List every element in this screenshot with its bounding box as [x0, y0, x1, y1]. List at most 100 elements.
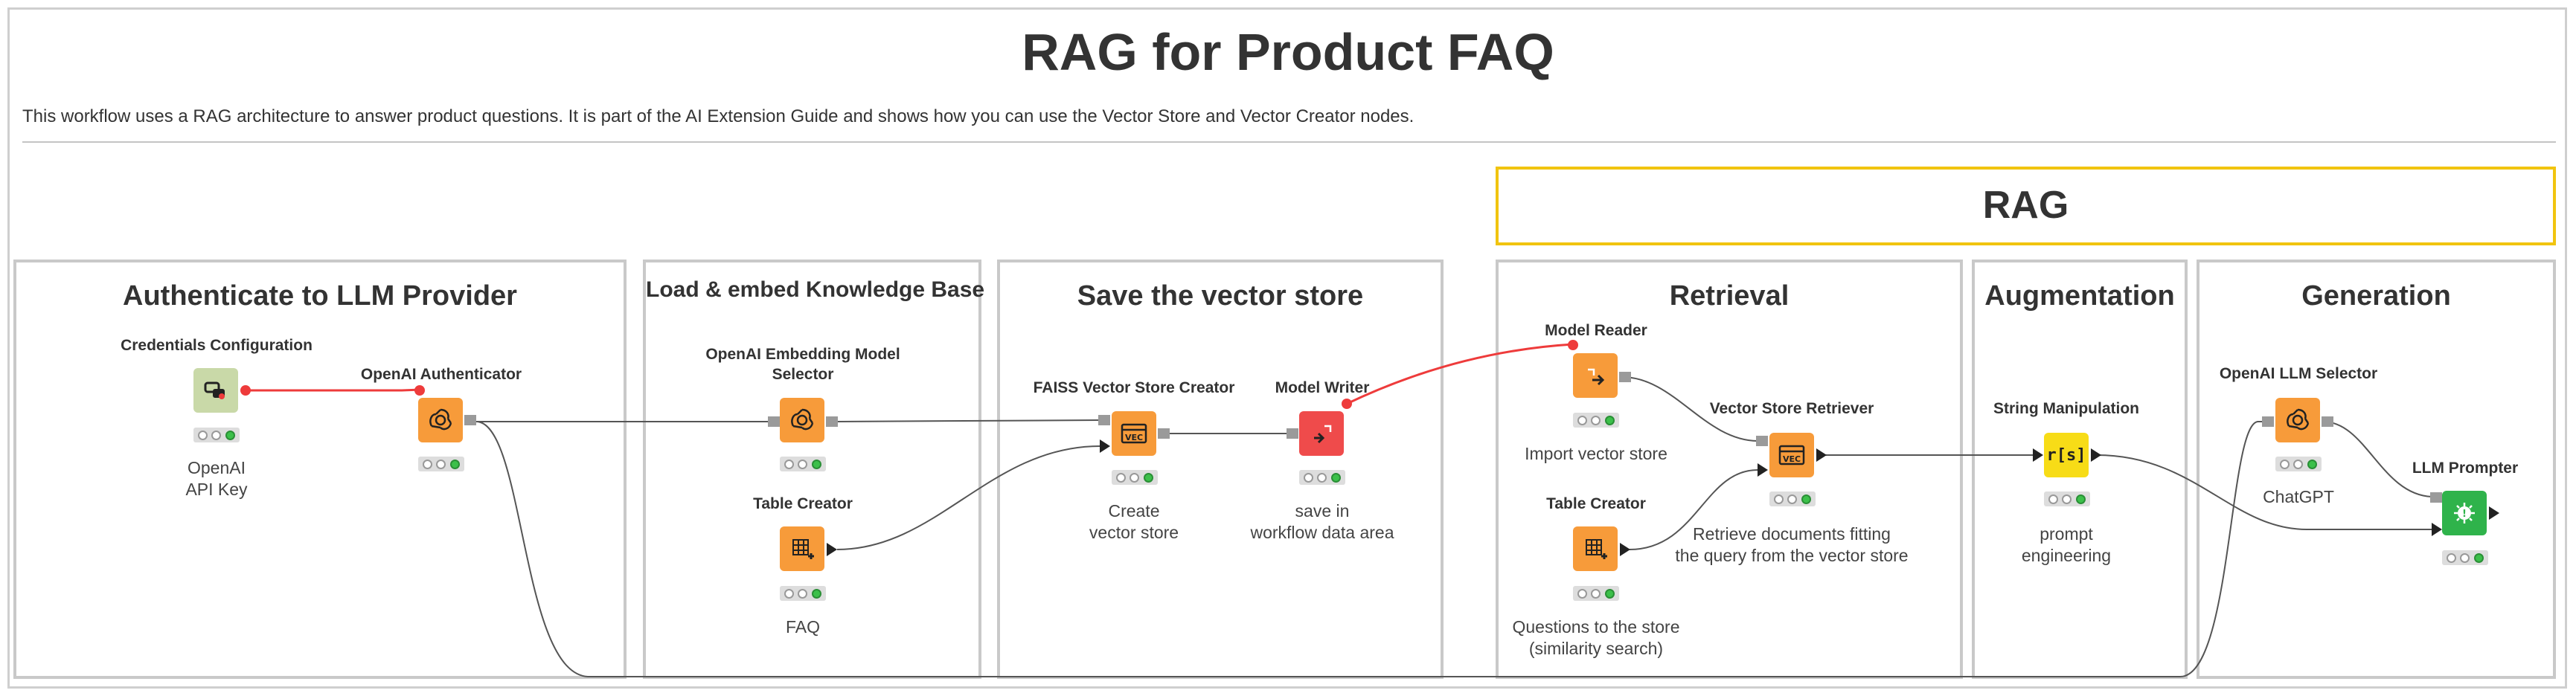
prompter-icon: ! [2454, 503, 2475, 523]
string-manipulation-out-port[interactable] [2091, 448, 2101, 462]
annotation-rag-title: RAG [1982, 184, 2069, 227]
string-manipulation-icon: r[s] [2046, 445, 2086, 465]
faiss-creator-in-port-2[interactable] [1100, 439, 1110, 453]
string-manipulation-node-title: String Manipulation [1993, 400, 2139, 417]
embedding-selector-status [780, 457, 826, 471]
credentials-icon [204, 381, 225, 399]
faiss-creator-node-title: FAISS Vector Store Creator [1033, 379, 1235, 396]
model-writer-node-label: save in workflow data area [1250, 501, 1394, 542]
retriever-node-title: Vector Store Retriever [1709, 400, 1874, 417]
model-reader-flow-port[interactable] [1568, 340, 1578, 350]
annotation-generation-title: Generation [2301, 280, 2451, 312]
credentials-node-title: Credentials Configuration [121, 337, 313, 354]
embedding-selector-node[interactable] [780, 398, 824, 442]
model-reader-node[interactable] [1573, 353, 1618, 398]
table-creator-questions-out-port[interactable] [1620, 543, 1630, 556]
llm-prompter-in-port-1[interactable] [2430, 492, 2442, 503]
authenticator-status [418, 457, 464, 471]
annotation-generation[interactable]: Generation [2197, 260, 2556, 679]
faiss-creator-out-port[interactable] [1158, 428, 1170, 439]
annotation-auth[interactable]: Authenticate to LLM Provider [13, 260, 627, 679]
workflow-canvas-frame [7, 7, 2567, 689]
model-reader-out-port[interactable] [1619, 372, 1631, 382]
openai-icon [791, 408, 814, 431]
faiss-creator-in-port-1[interactable] [1098, 415, 1110, 425]
llm-selector-status [2275, 457, 2322, 471]
llm-prompter-status [2442, 550, 2488, 565]
connection-stringmanip-to-prompter [2096, 454, 2432, 530]
faiss-creator-node[interactable]: VEC [1112, 411, 1156, 456]
annotation-retrieval-title: Retrieval [1669, 280, 1790, 312]
svg-text:!: ! [2462, 509, 2467, 520]
model-writer-status [1299, 470, 1345, 485]
model-reader-node-label: Import vector store [1525, 444, 1667, 463]
authenticator-node-title: OpenAI Authenticator [360, 366, 522, 383]
embedding-selector-node-title-line1: OpenAI Embedding Model [705, 346, 900, 363]
table-creator-faq-status [780, 586, 826, 601]
llm-selector-in-port[interactable] [2262, 416, 2274, 427]
annotation-augmentation-title: Augmentation [1984, 280, 2175, 312]
writer-icon [1314, 425, 1332, 444]
connection-tablecreator-to-faiss [836, 445, 1100, 550]
credentials-node[interactable] [193, 368, 238, 413]
divider [22, 141, 2556, 143]
model-writer-in-port[interactable] [1287, 428, 1298, 439]
authenticator-flow-port[interactable] [414, 385, 425, 396]
model-writer-flow-port[interactable] [1342, 399, 1352, 409]
connection-llmselector-to-prompter [2322, 421, 2432, 497]
model-writer-node[interactable] [1299, 411, 1344, 456]
string-manipulation-node-label: prompt engineering [2021, 524, 2112, 565]
annotation-load[interactable]: Load & embed Knowledge Base [643, 260, 984, 679]
table-creator-questions-node-title: Table Creator [1546, 495, 1646, 512]
credentials-flow-port[interactable] [240, 385, 251, 396]
authenticator-node[interactable] [418, 398, 463, 442]
svg-text:VEC: VEC [1783, 454, 1801, 464]
model-reader-status [1573, 413, 1619, 428]
openai-icon [429, 408, 452, 431]
table-icon [1586, 539, 1607, 559]
table-creator-faq-node[interactable] [780, 526, 824, 571]
string-manipulation-node[interactable]: r[s] [2044, 433, 2089, 477]
llm-selector-out-port[interactable] [2322, 416, 2333, 427]
retriever-node-label: Retrieve documents fitting the query fro… [1675, 524, 1909, 565]
llm-selector-node[interactable] [2275, 398, 2320, 442]
authenticator-out-port[interactable] [464, 415, 476, 425]
table-creator-questions-status [1573, 586, 1619, 601]
table-creator-faq-out-port[interactable] [827, 543, 837, 556]
vector-store-icon: VEC [1121, 423, 1147, 444]
llm-prompter-node-title: LLM Prompter [2412, 460, 2519, 477]
retriever-node[interactable]: VEC [1769, 433, 1814, 477]
annotation-rag[interactable]: RAG [1496, 167, 2556, 245]
reader-icon [1588, 368, 1605, 386]
model-writer-node-title: Model Writer [1275, 379, 1370, 396]
table-creator-faq-node-label: FAQ [785, 617, 821, 637]
table-creator-questions-node[interactable] [1573, 526, 1618, 571]
string-manipulation-in-port[interactable] [2033, 448, 2043, 462]
embedding-selector-in-port[interactable] [768, 416, 780, 427]
retriever-out-port[interactable] [1816, 448, 1827, 462]
table-creator-faq-node-title: Table Creator [753, 495, 853, 512]
vector-store-icon: VEC [1778, 445, 1805, 465]
credentials-node-label: OpenAI API Key [185, 458, 248, 499]
flow-variable-connection-writer-to-reader [1346, 343, 1574, 405]
table-icon [792, 539, 814, 559]
svg-text:VEC: VEC [1125, 433, 1143, 442]
retriever-in-port-2[interactable] [1758, 463, 1768, 477]
annotation-auth-title: Authenticate to LLM Provider [123, 280, 517, 312]
connection-auth-to-llmselector [475, 421, 2263, 677]
retriever-in-port-1[interactable] [1756, 436, 1768, 446]
model-reader-node-title: Model Reader [1545, 322, 1647, 339]
connection-reader-to-retriever [1621, 376, 1758, 442]
llm-selector-node-title: OpenAI LLM Selector [2219, 365, 2378, 382]
faiss-creator-status [1112, 470, 1158, 485]
credentials-status [193, 428, 240, 442]
workflow-title: RAG for Product FAQ [1022, 23, 1554, 81]
llm-prompter-node[interactable]: ! [2442, 491, 2487, 535]
workflow-description: This workflow uses a RAG architecture to… [22, 106, 1414, 126]
string-manipulation-status [2044, 492, 2090, 506]
llm-prompter-in-port-2[interactable] [2432, 523, 2442, 536]
embedding-selector-out-port[interactable] [826, 416, 838, 427]
llm-selector-node-label: ChatGPT [2263, 487, 2334, 506]
llm-prompter-out-port[interactable] [2489, 506, 2499, 520]
